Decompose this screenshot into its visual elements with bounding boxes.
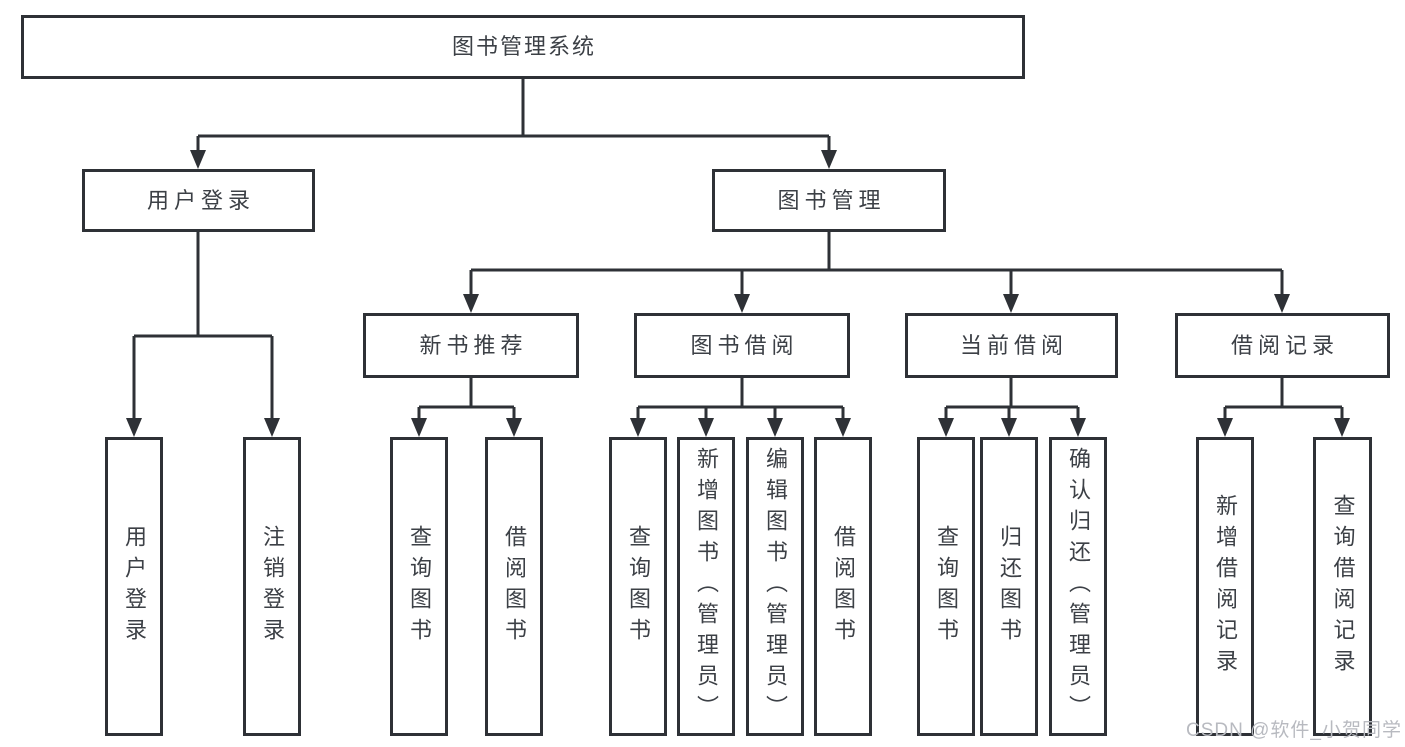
node-label: 新增图书（管理员） xyxy=(694,447,719,726)
node-label: 归还图书 xyxy=(997,524,1022,649)
leaf-query-books-recommend: 查询图书 xyxy=(390,437,448,736)
node-user-login: 用户登录 xyxy=(82,169,315,232)
connector-new-book-to-leaves xyxy=(417,378,516,419)
node-label: 查询图书 xyxy=(626,524,651,649)
leaf-logout: 注销登录 xyxy=(243,437,301,736)
node-label: 新增借阅记录 xyxy=(1213,493,1238,680)
node-borrow-record: 借阅记录 xyxy=(1175,313,1390,378)
node-label: 编辑图书（管理员） xyxy=(763,447,788,726)
connector-current-borrow-to-leaves xyxy=(944,378,1080,419)
node-label: 用户登录 xyxy=(146,187,255,213)
arrowhead xyxy=(835,418,851,437)
arrowhead xyxy=(1001,418,1017,437)
leaf-add-borrow-record: 新增借阅记录 xyxy=(1196,437,1254,736)
arrowhead xyxy=(190,150,206,169)
connector-borrow-record-to-leaves xyxy=(1223,378,1344,419)
arrowhead xyxy=(698,418,714,437)
leaf-borrow-books: 借阅图书 xyxy=(814,437,872,736)
connector-book-management-to-level3 xyxy=(469,232,1284,295)
leaf-add-book-admin: 新增图书（管理员） xyxy=(677,437,735,736)
arrowhead xyxy=(1003,294,1019,313)
node-label: 新书推荐 xyxy=(419,332,528,358)
connector-root-to-level2 xyxy=(196,79,831,151)
node-label: 借阅图书 xyxy=(831,524,856,649)
arrowhead xyxy=(821,150,837,169)
node-label: 查询图书 xyxy=(934,524,959,649)
arrowhead xyxy=(630,418,646,437)
node-library-system: 图书管理系统 xyxy=(21,15,1025,79)
leaf-edit-book-admin: 编辑图书（管理员） xyxy=(746,437,804,736)
node-label: 借阅记录 xyxy=(1230,332,1339,358)
node-label: 当前借阅 xyxy=(959,332,1068,358)
node-book-management: 图书管理 xyxy=(712,169,946,232)
arrowhead xyxy=(1217,418,1233,437)
node-label: 用户登录 xyxy=(122,524,147,649)
leaf-return-book: 归还图书 xyxy=(980,437,1038,736)
arrowhead xyxy=(938,418,954,437)
arrowhead xyxy=(463,294,479,313)
node-current-borrow: 当前借阅 xyxy=(905,313,1118,378)
arrowhead xyxy=(506,418,522,437)
leaf-query-books-current: 查询图书 xyxy=(917,437,975,736)
arrowhead xyxy=(411,418,427,437)
arrowhead xyxy=(734,294,750,313)
arrowhead xyxy=(767,418,783,437)
node-label: 注销登录 xyxy=(260,524,285,649)
arrowhead xyxy=(1334,418,1350,437)
node-label: 图书管理系统 xyxy=(451,34,596,59)
arrowhead xyxy=(1070,418,1086,437)
node-new-book-recommend: 新书推荐 xyxy=(363,313,579,378)
node-label: 查询借阅记录 xyxy=(1330,493,1356,680)
node-label: 查询图书 xyxy=(407,524,432,649)
node-label: 图书借阅 xyxy=(690,332,799,358)
node-label: 确认归还（管理员） xyxy=(1066,447,1091,726)
leaf-confirm-return-admin: 确认归还（管理员） xyxy=(1049,437,1107,736)
arrowhead xyxy=(126,418,142,437)
arrowhead xyxy=(1274,294,1290,313)
node-book-borrow: 图书借阅 xyxy=(634,313,850,378)
leaf-user-login: 用户登录 xyxy=(105,437,163,736)
leaf-borrow-books-recommend: 借阅图书 xyxy=(485,437,543,736)
watermark: CSDN @软件_小贺同学 xyxy=(1186,720,1402,741)
connector-user-login-to-leaves xyxy=(132,232,274,419)
connector-book-borrow-to-leaves xyxy=(636,378,845,419)
leaf-query-borrow-record: 查询借阅记录 xyxy=(1313,437,1372,736)
leaf-query-books-borrow: 查询图书 xyxy=(609,437,667,736)
arrowhead xyxy=(264,418,280,437)
node-label: 图书管理 xyxy=(777,187,886,213)
node-label: 借阅图书 xyxy=(502,524,527,649)
